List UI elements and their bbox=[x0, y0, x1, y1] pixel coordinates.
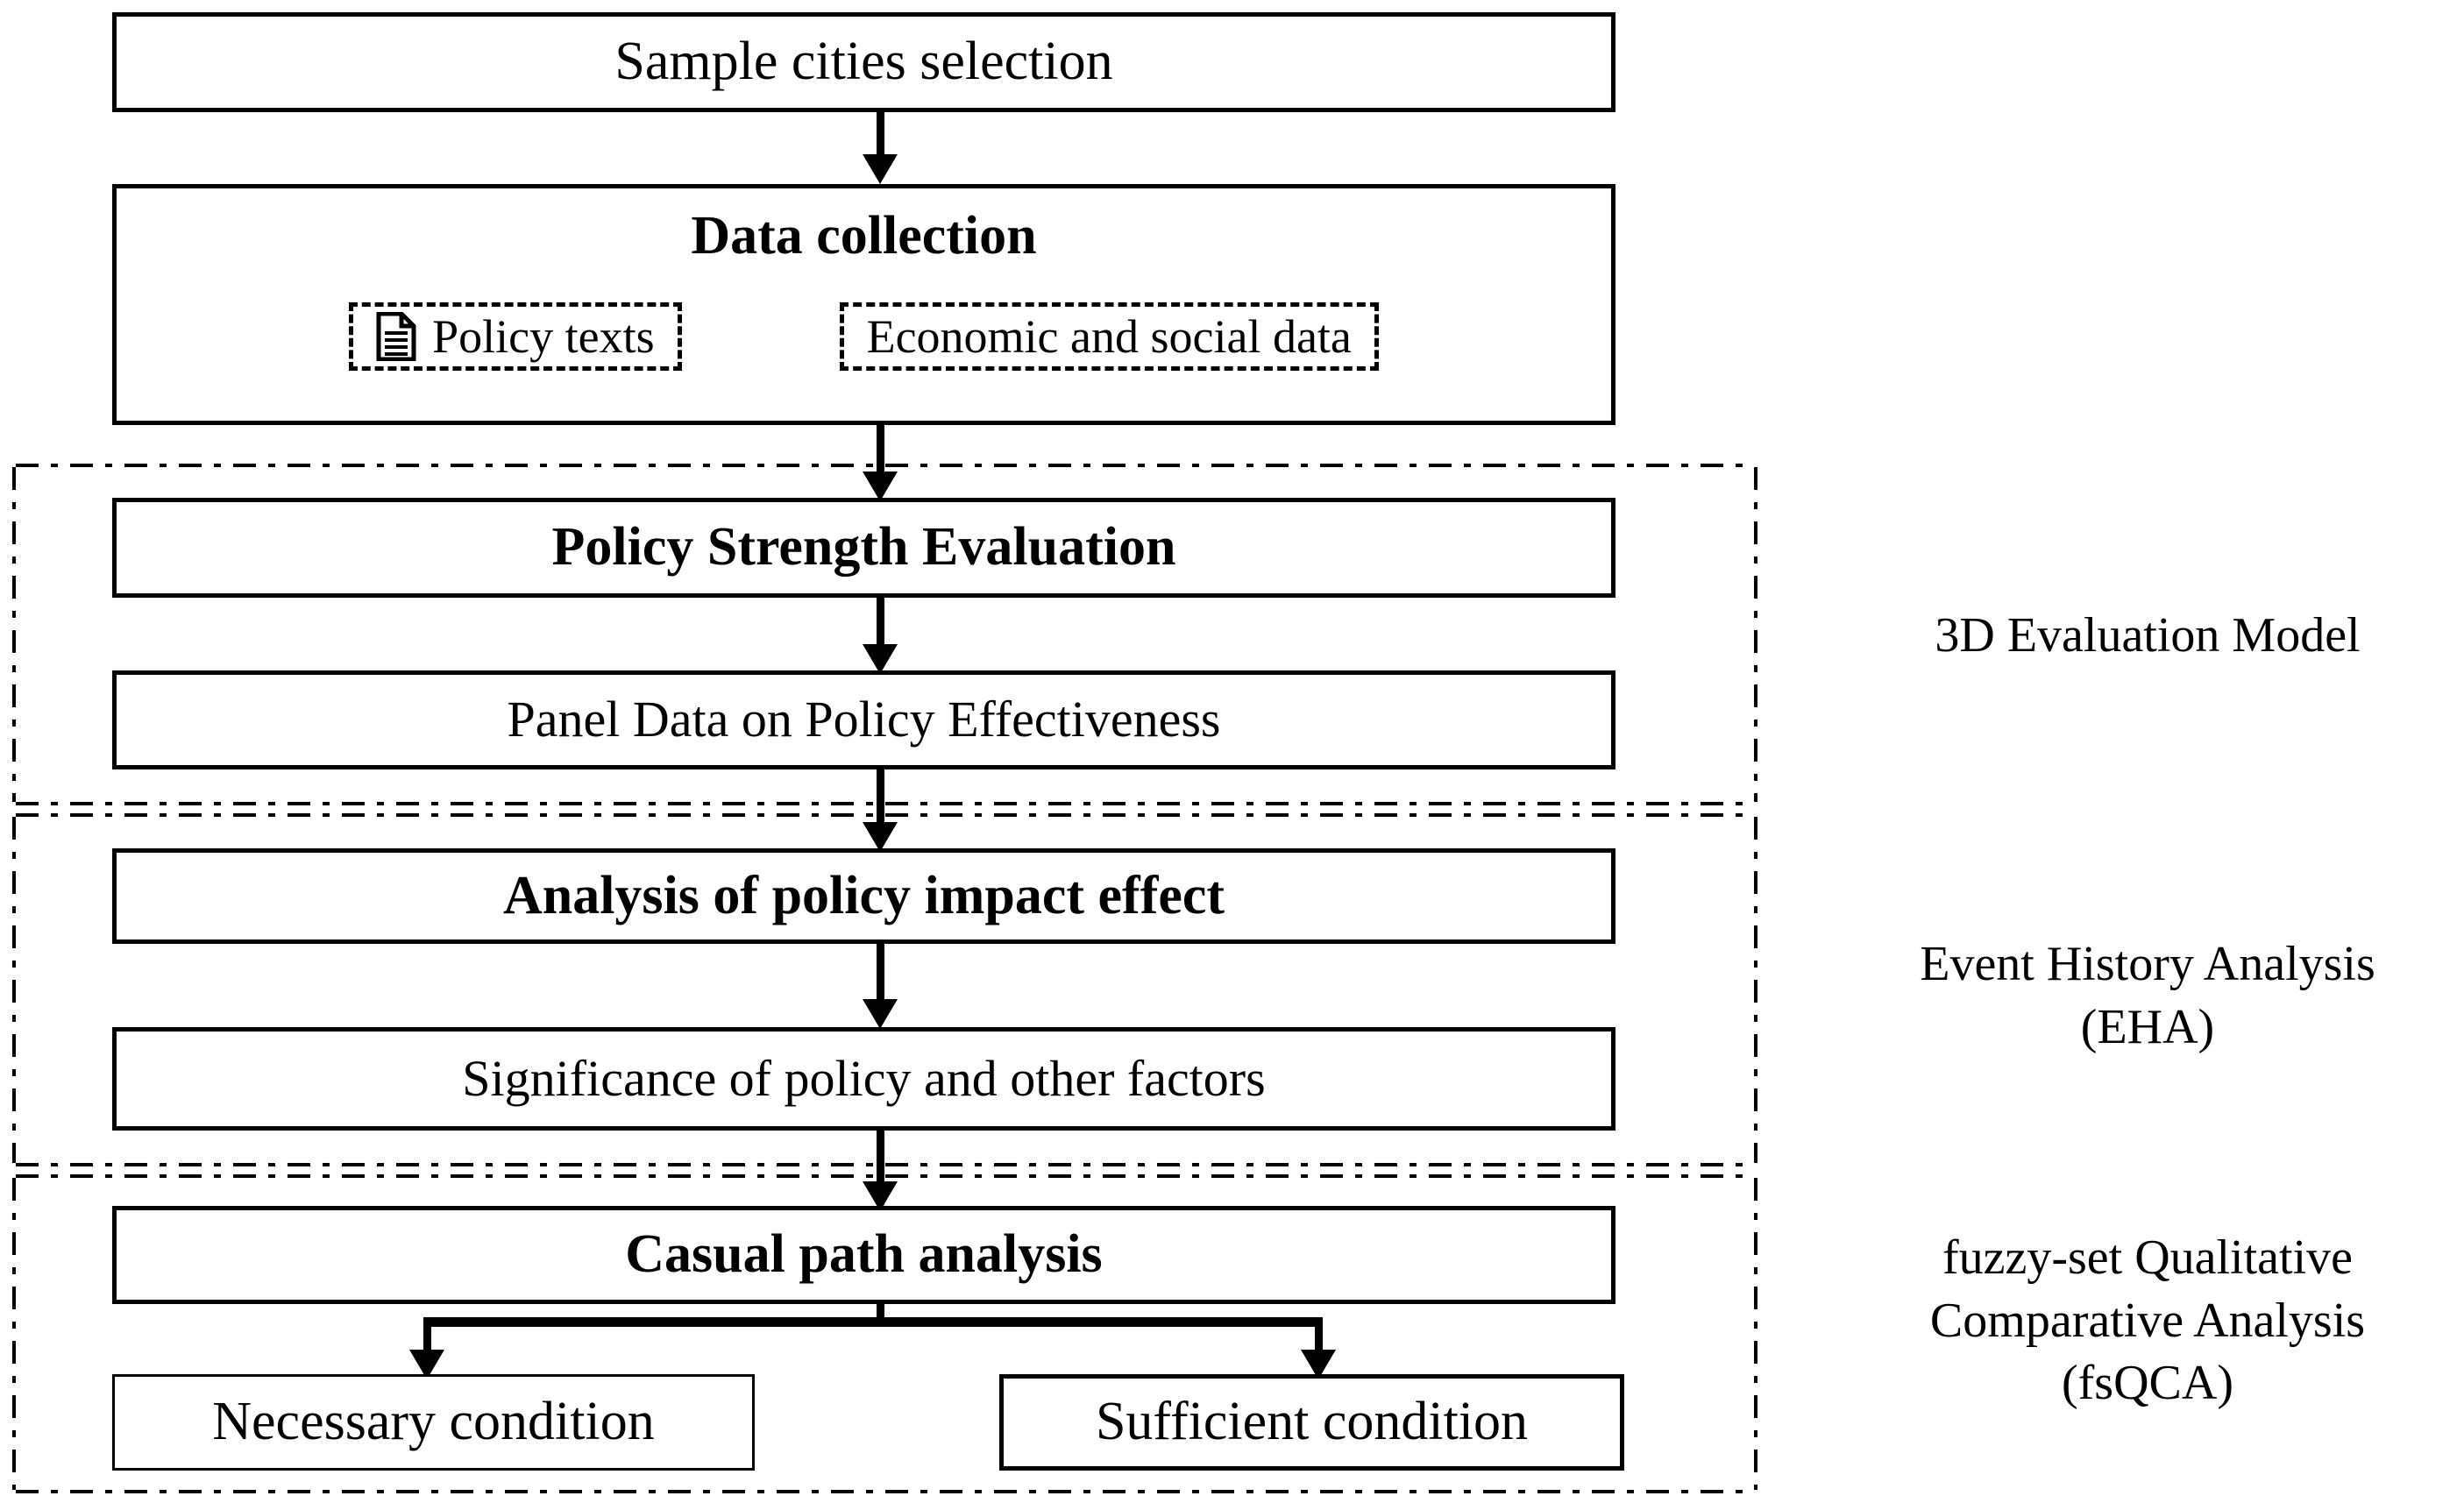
node-policy-strength-evaluation[interactable]: Policy Strength Evaluation bbox=[112, 498, 1615, 598]
subbox-label: Policy texts bbox=[432, 310, 655, 363]
arrowhead-sample-to-data bbox=[863, 154, 898, 184]
node-sample-cities-selection[interactable]: Sample cities selection bbox=[112, 12, 1615, 112]
group-border-left bbox=[12, 467, 16, 802]
connector-significance-to-casual bbox=[877, 1131, 884, 1205]
group-border-left bbox=[12, 1178, 16, 1490]
group-border-right bbox=[1754, 467, 1757, 802]
node-label: Data collection bbox=[691, 206, 1037, 266]
node-label: Significance of policy and other factors bbox=[462, 1049, 1266, 1107]
connector-casual-to-necessary bbox=[423, 1317, 431, 1359]
connector-sample-to-data bbox=[877, 112, 884, 167]
node-analysis-of-policy-impact-effect[interactable]: Analysis of policy impact effect bbox=[112, 848, 1615, 944]
data-collection-subitems: Policy texts Economic and social data bbox=[117, 302, 1611, 371]
annotation-fsqca: fuzzy-set Qualitative Comparative Analys… bbox=[1929, 1230, 2366, 1411]
node-data-collection[interactable]: Data collection Policy texts Economic bbox=[112, 184, 1615, 425]
annotation-event-history-analysis: Event History Analysis (EHA) bbox=[1920, 937, 2375, 1054]
node-sufficient-condition[interactable]: Sufficient condition bbox=[999, 1374, 1624, 1471]
document-icon bbox=[376, 311, 416, 362]
connector-data-to-policy-strength bbox=[877, 425, 884, 485]
node-label: Sample cities selection bbox=[614, 32, 1113, 92]
node-label: Necessary condition bbox=[212, 1392, 655, 1452]
arrowhead-impact-to-significance bbox=[863, 999, 898, 1029]
arrowhead-panel-to-impact bbox=[863, 822, 898, 852]
connector-impact-to-significance bbox=[877, 944, 884, 1005]
connector-policy-strength-to-panel bbox=[877, 598, 884, 652]
subbox-economic-social-data[interactable]: Economic and social data bbox=[839, 302, 1379, 371]
annotation-3d-evaluation-model: 3D Evaluation Model bbox=[1935, 608, 2361, 663]
node-casual-path-analysis[interactable]: Casual path analysis bbox=[112, 1206, 1615, 1304]
node-label: Policy Strength Evaluation bbox=[551, 517, 1176, 578]
group-border-right bbox=[1754, 817, 1757, 1163]
arrowhead-data-to-policy-strength bbox=[863, 471, 898, 501]
node-panel-data-on-policy-effectiveness[interactable]: Panel Data on Policy Effectiveness bbox=[112, 670, 1615, 769]
group-border-left bbox=[12, 817, 16, 1163]
connector-casual-to-sufficient bbox=[1315, 1317, 1323, 1359]
node-necessary-condition[interactable]: Necessary condition bbox=[112, 1374, 755, 1471]
arrowhead-policy-strength-to-panel bbox=[863, 644, 898, 674]
connector-casual-split-bar bbox=[427, 1317, 1323, 1327]
group-border-right bbox=[1754, 1178, 1757, 1490]
subbox-policy-texts[interactable]: Policy texts bbox=[349, 302, 682, 371]
node-significance-of-policy-and-other-factors[interactable]: Significance of policy and other factors bbox=[112, 1027, 1615, 1131]
subbox-label: Economic and social data bbox=[866, 310, 1352, 363]
node-label: Panel Data on Policy Effectiveness bbox=[507, 691, 1221, 748]
node-label: Sufficient condition bbox=[1095, 1392, 1529, 1452]
node-label: Analysis of policy impact effect bbox=[502, 865, 1225, 925]
node-label: Casual path analysis bbox=[625, 1224, 1103, 1285]
